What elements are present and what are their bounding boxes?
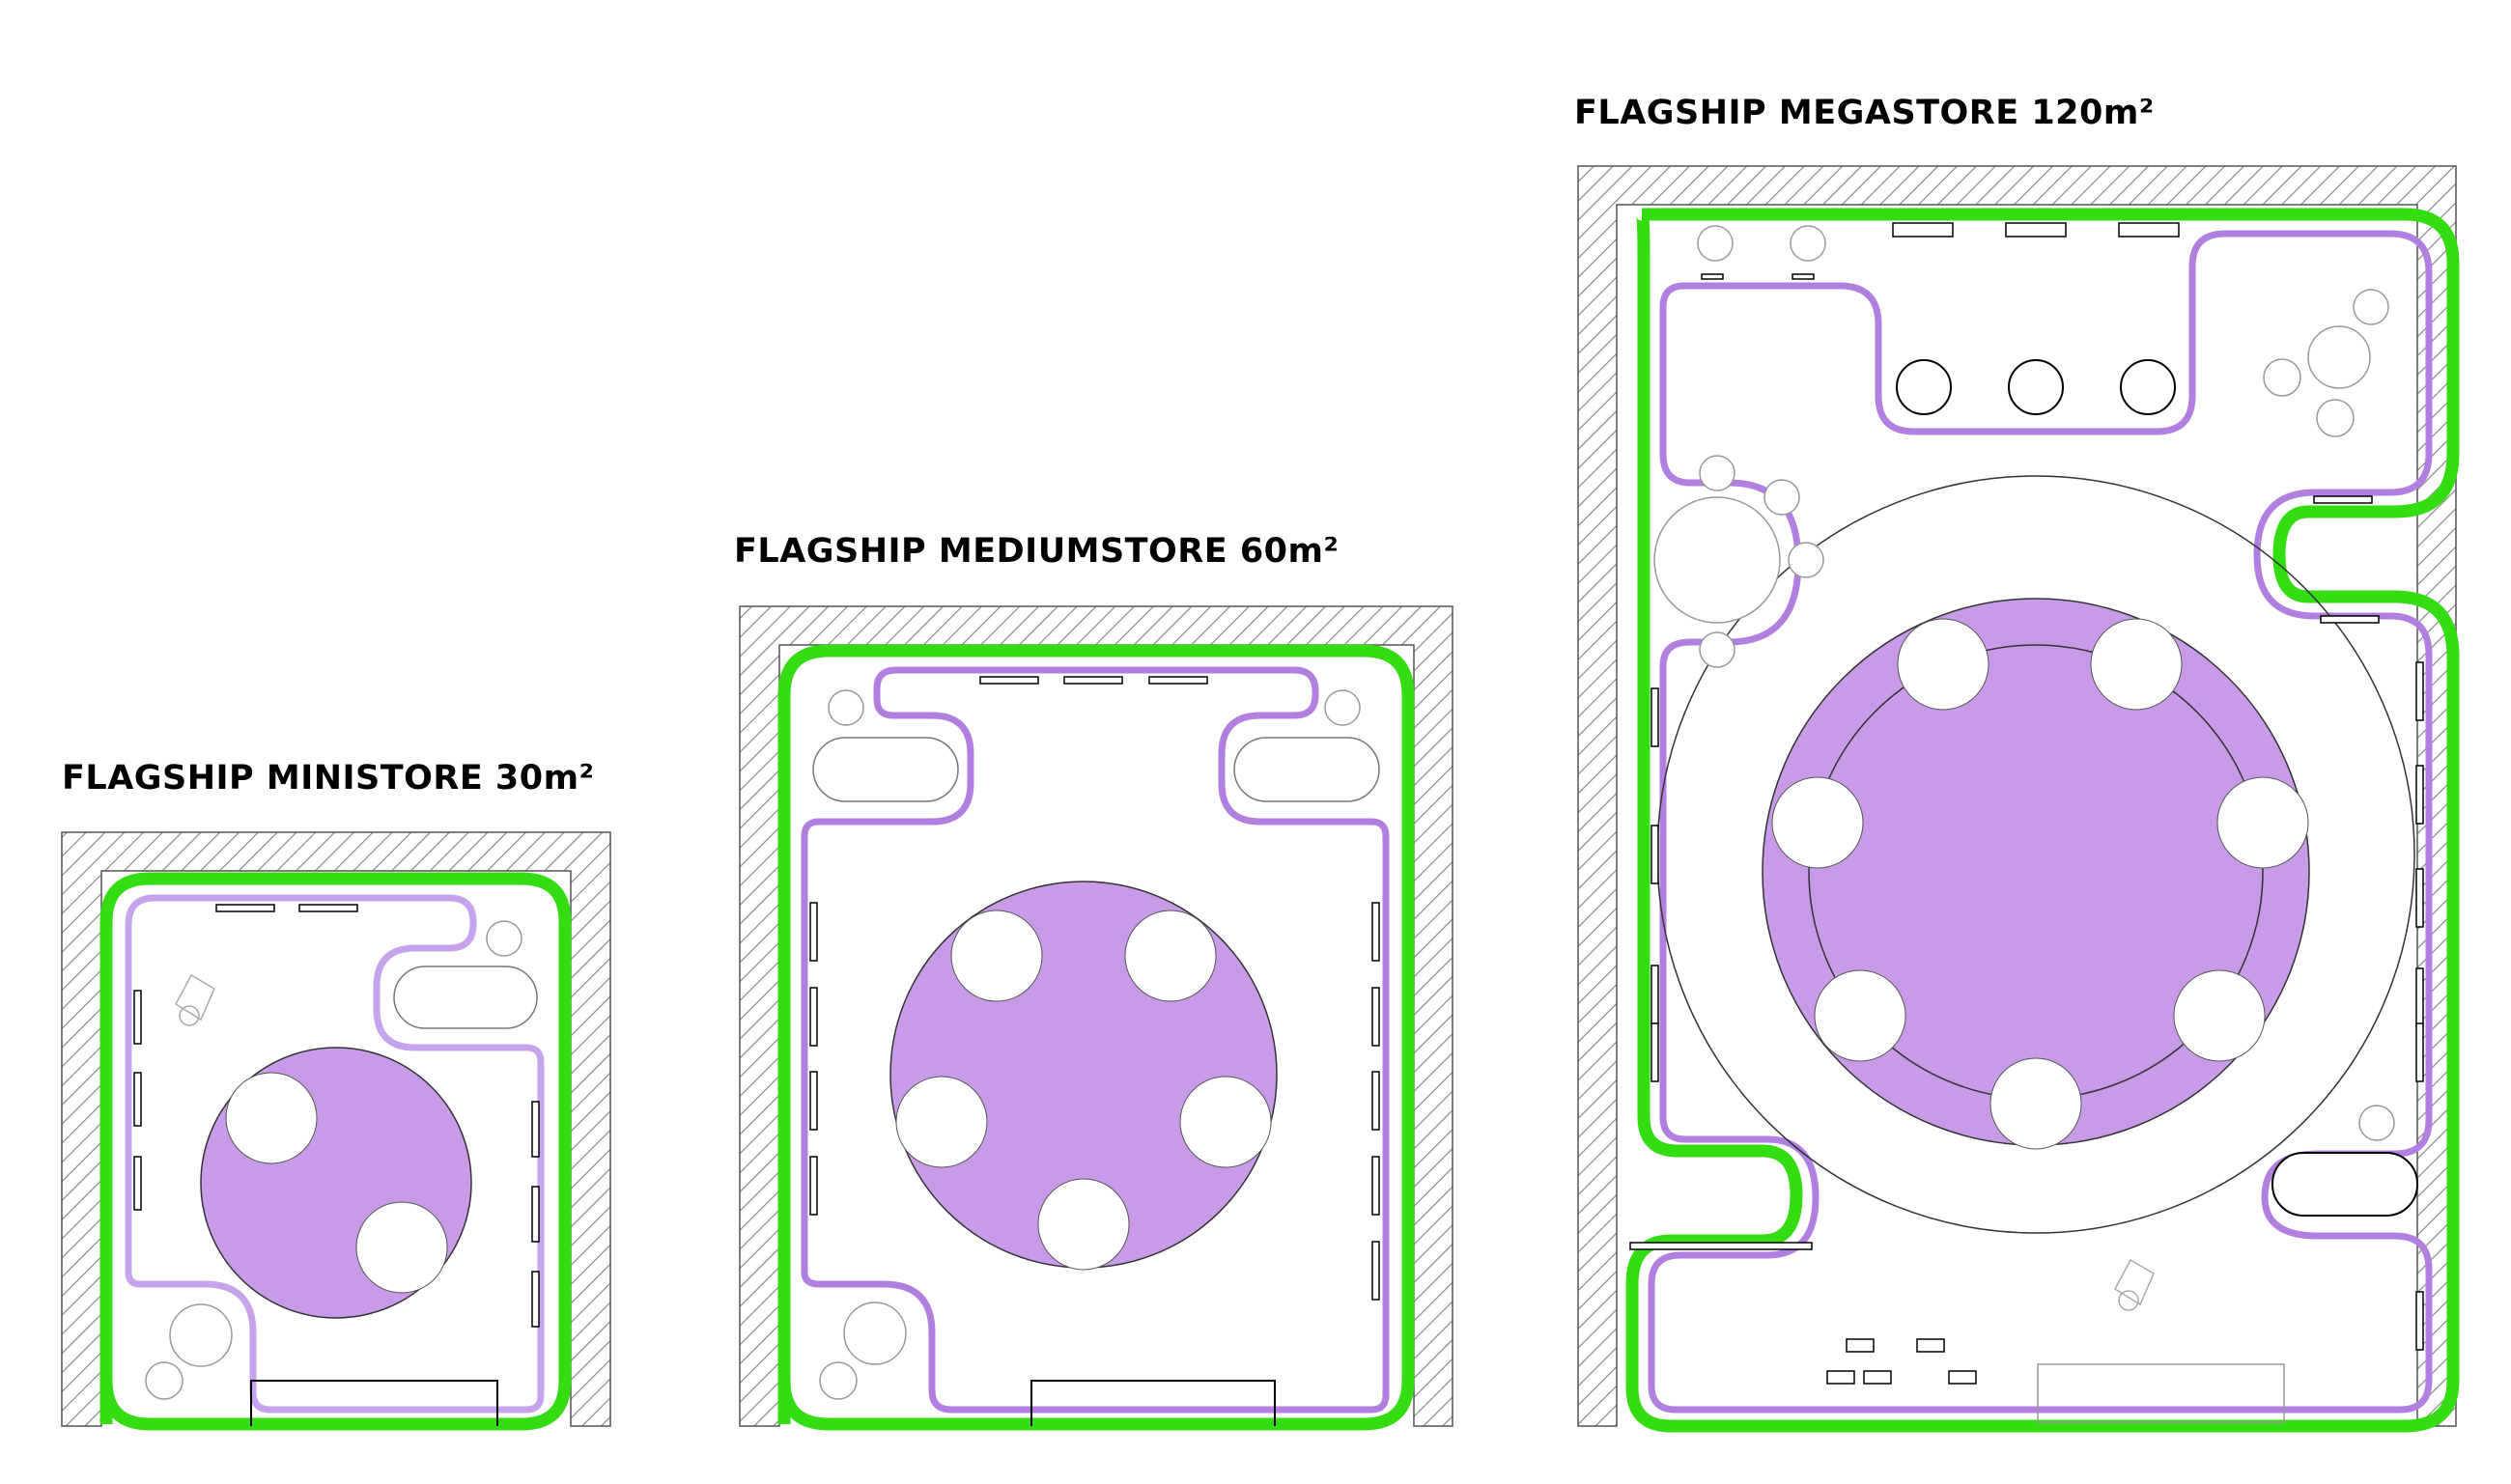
shelf — [809, 676, 1380, 1301]
entrance-ministore — [250, 1380, 498, 1426]
inner-track-ministore — [125, 894, 545, 1414]
plant-decor — [819, 689, 1361, 1400]
plan-mediumstore — [739, 605, 1453, 1431]
display-counter — [2271, 1152, 2418, 1217]
display-circle — [1771, 618, 2309, 1150]
outer-track-megastore — [1625, 208, 2460, 1433]
plan-title-megastore: FLAGSHIP MEGASTORE 120m² — [1574, 94, 2155, 132]
shelf — [133, 904, 540, 1328]
plan-title-ministore: FLAGSHIP MINISTORE 30m² — [62, 759, 595, 798]
plan-ministore — [61, 831, 611, 1431]
plan-megastore — [1577, 165, 2460, 1433]
figure-sketch — [2114, 1258, 2155, 1311]
display-counter — [812, 737, 1380, 802]
inner-track-megastore — [1648, 230, 2433, 1414]
entrance-mediumstore — [1030, 1380, 1276, 1426]
display-circle — [895, 910, 1272, 1271]
plant-decor — [145, 920, 522, 1400]
shelf — [1629, 222, 2424, 1385]
inner-track-mediumstore — [801, 666, 1390, 1414]
outer-track-mediumstore — [777, 644, 1415, 1431]
display-stool — [1896, 359, 2176, 415]
figure-sketch — [175, 973, 215, 1026]
plan-title-mediumstore: FLAGSHIP MEDIUMSTORE 60m² — [734, 532, 1340, 571]
plant-decor — [1653, 225, 2395, 1141]
entrance-megastore — [2037, 1363, 2285, 1423]
outer-track-ministore — [99, 872, 572, 1431]
display-counter — [393, 966, 538, 1029]
display-circle — [355, 1201, 448, 1294]
display-circle — [225, 1072, 318, 1164]
